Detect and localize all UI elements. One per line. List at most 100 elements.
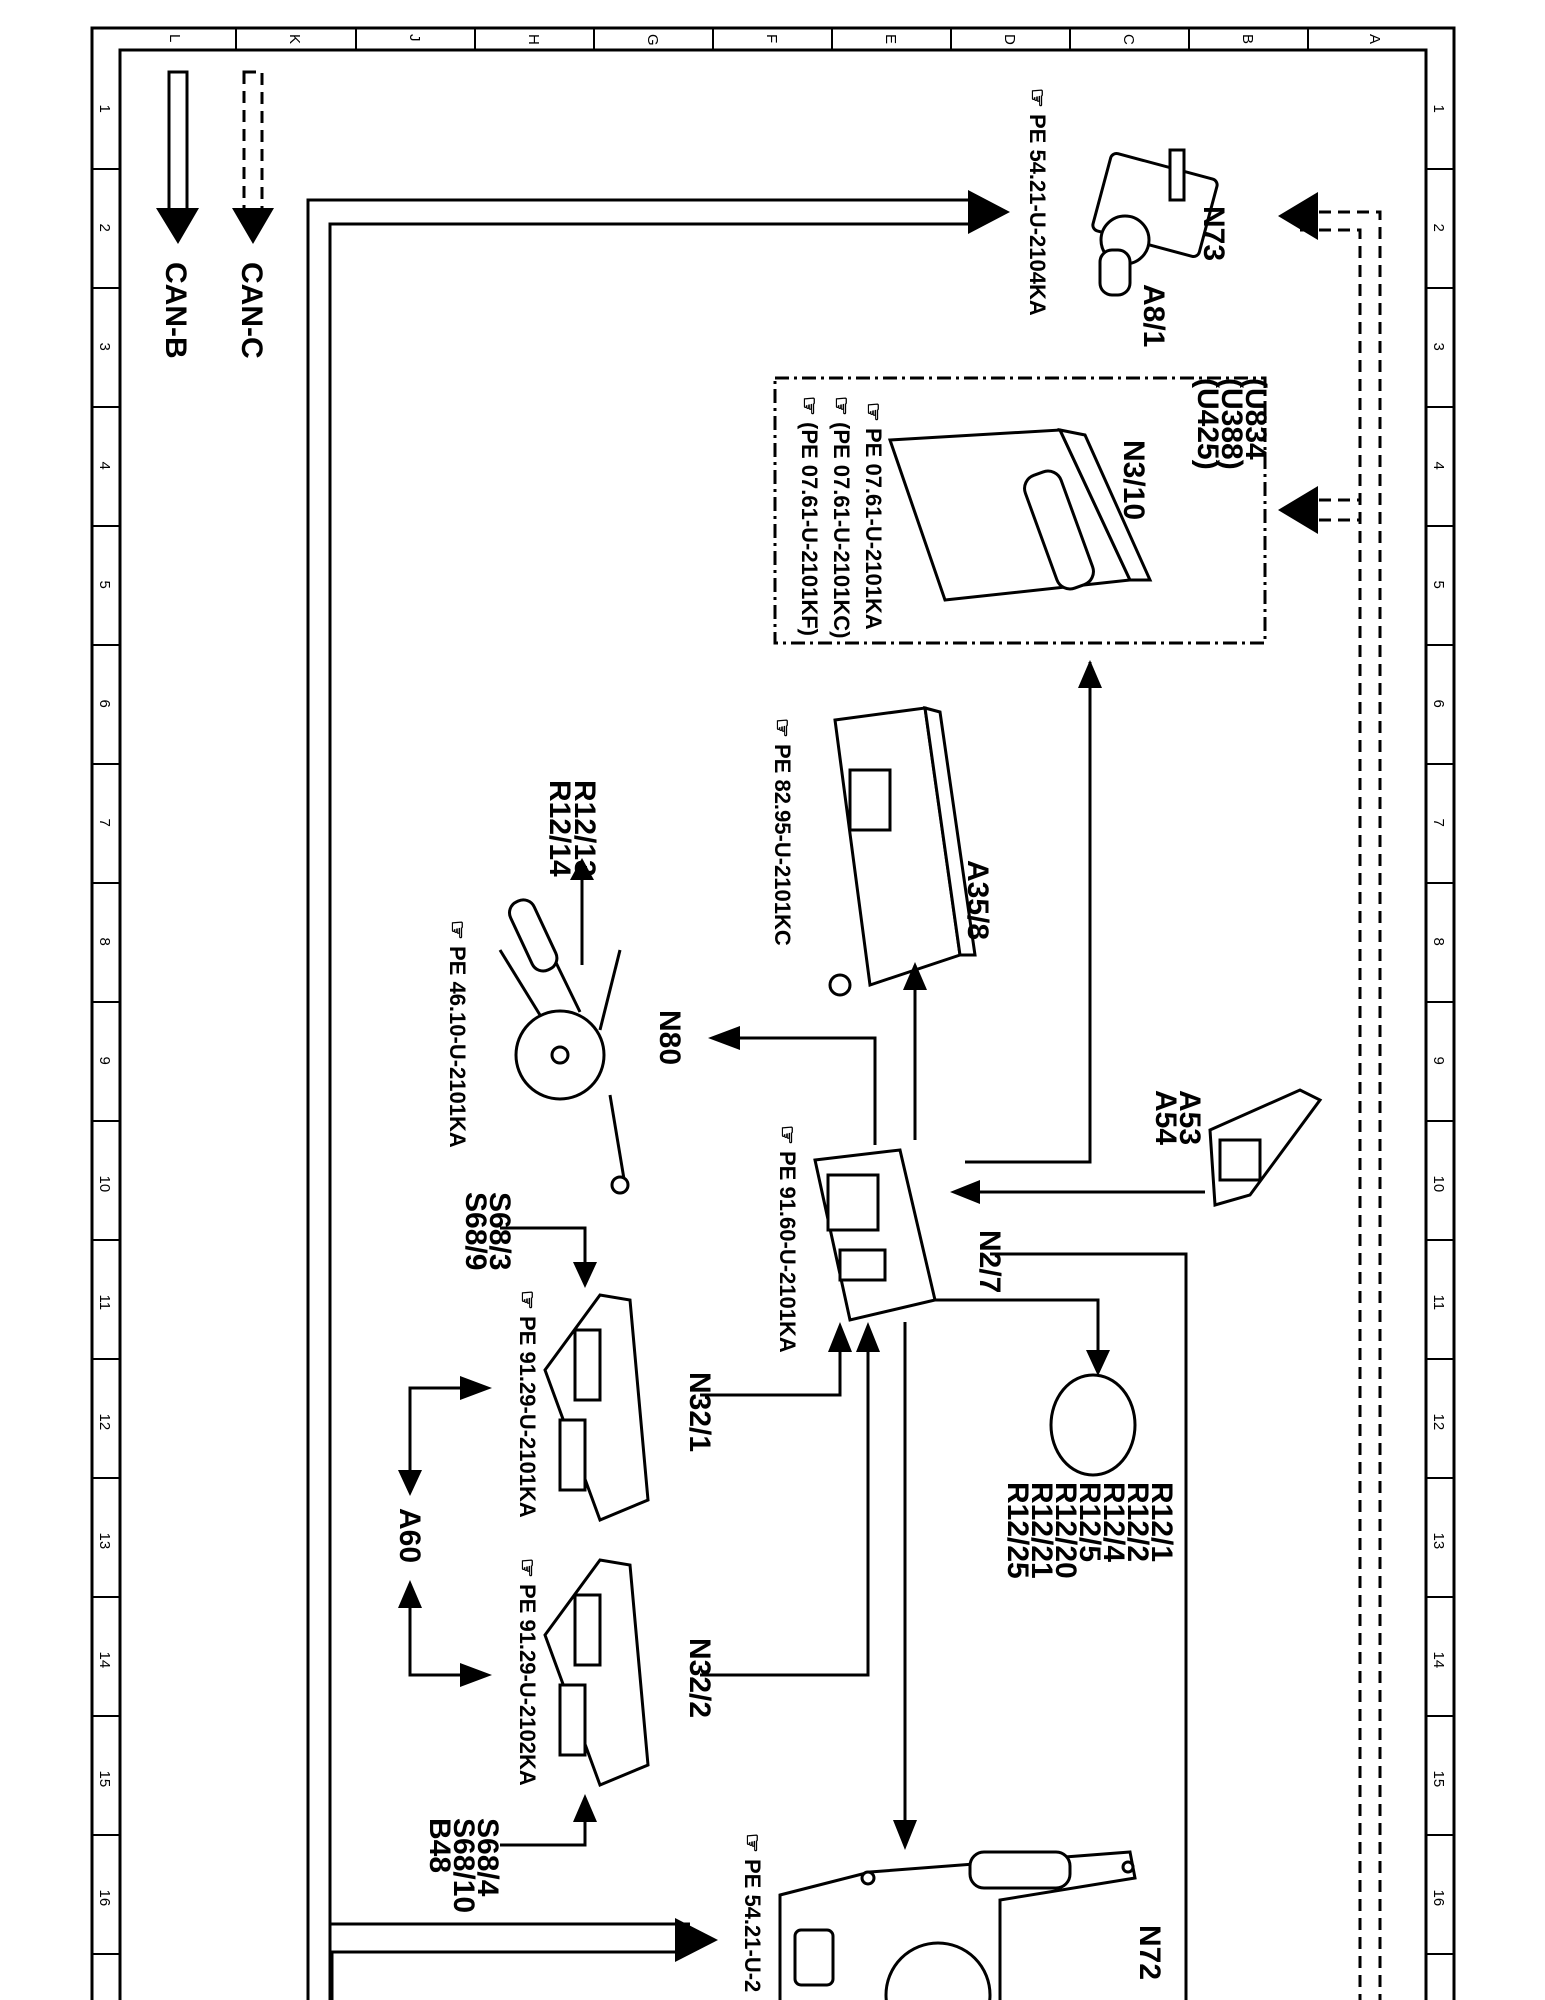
row-label: 4 xyxy=(96,462,113,470)
row-label: 2 xyxy=(1430,224,1447,232)
row-label: 12 xyxy=(1430,1414,1447,1431)
reference-icon: ☞ xyxy=(797,396,822,416)
row-label: 1 xyxy=(96,105,113,113)
row-label: 10 xyxy=(96,1176,113,1193)
arrow-head xyxy=(398,1580,422,1608)
reference-icon: ☞ xyxy=(861,402,886,422)
n3-10-reference-3: (PE 07.61-U-2101KF) xyxy=(797,422,822,636)
n32-1-seat-control: S68/3 S68/9 N32/1 ☞ PE 91.29-U-2101KA xyxy=(459,1192,852,1522)
can-b-bus xyxy=(306,190,1010,2000)
reference-icon: ☞ xyxy=(515,1558,540,1578)
r12-label: R12/2 xyxy=(1121,1482,1154,1562)
n80-label: N80 xyxy=(653,1010,686,1065)
a8-1-label: A8/1 xyxy=(1137,284,1170,347)
reference-icon: ☞ xyxy=(770,718,795,738)
row-label: 6 xyxy=(96,700,113,708)
arrow-head xyxy=(856,1322,880,1352)
arrow-head xyxy=(570,858,594,880)
reference-icon: ☞ xyxy=(775,1125,800,1145)
row-label: 7 xyxy=(1430,819,1447,827)
n73-reference: PE 54.21-U-2104KA xyxy=(1025,114,1050,316)
row-label: 4 xyxy=(1430,462,1447,470)
col-label: C xyxy=(1120,34,1137,45)
row-label: 12 xyxy=(96,1414,113,1431)
row-label: 11 xyxy=(1430,1295,1447,1311)
col-label: L xyxy=(166,34,183,42)
n3-10-reference-1: PE 07.61-U-2101KA xyxy=(861,428,886,630)
reference-icon: ☞ xyxy=(445,920,470,940)
n32-2-label: N32/2 xyxy=(683,1638,716,1718)
n80-reference: PE 46.10-U-2101KA xyxy=(445,946,470,1148)
n73-label: N73 xyxy=(1197,206,1230,261)
row-label: 9 xyxy=(1430,1057,1447,1065)
arrow-head xyxy=(675,1918,718,1962)
row-label: 1 xyxy=(1430,105,1447,113)
s68-4-label: S68/4 xyxy=(471,1818,504,1897)
a35-8-reference: PE 82.95-U-2101KC xyxy=(770,744,795,946)
reference-icon: ☞ xyxy=(1025,88,1050,108)
n3-10-engine-control: (U834 (U388) (U425) N3/10 ☞ PE 07.61-U-2… xyxy=(773,376,1272,645)
col-label: G xyxy=(644,34,661,46)
row-label: 15 xyxy=(1430,1771,1447,1788)
arrow-head xyxy=(573,1794,597,1822)
row-label: 13 xyxy=(96,1533,113,1550)
row-label: 14 xyxy=(96,1652,113,1669)
col-label: K xyxy=(286,34,303,44)
s68-10-label: S68/10 xyxy=(447,1818,480,1913)
col-label: H xyxy=(525,34,542,45)
arrow-head xyxy=(708,1026,740,1050)
column-grid: L K J H G F E D C B A xyxy=(166,28,1383,50)
row-label: 8 xyxy=(96,938,113,946)
arrow-head xyxy=(398,1470,422,1496)
outer-frame xyxy=(90,26,1456,2000)
row-label: 13 xyxy=(1430,1533,1447,1550)
reference-icon: ☞ xyxy=(829,396,854,416)
r12-label: R12/1 xyxy=(1145,1482,1178,1562)
row-label: 8 xyxy=(1430,938,1447,946)
inner-frame xyxy=(118,48,1428,2000)
u425-label: (U425) xyxy=(1191,378,1224,470)
n2-7-restraint-control: ☞ PE 91.60-U-2101KA N2/7 xyxy=(775,1125,1006,1353)
row-label: 6 xyxy=(1430,700,1447,708)
r12-label: R12/4 xyxy=(1097,1482,1130,1562)
arrow-head xyxy=(1278,192,1318,240)
r12-13-label: R12/13 xyxy=(568,780,601,877)
legend: CAN-C CAN-B xyxy=(156,70,274,359)
arrow-head xyxy=(573,1262,597,1288)
n72-label: N72 xyxy=(1133,1925,1166,1980)
u388-label: (U388) xyxy=(1215,378,1248,470)
row-label: 15 xyxy=(96,1771,113,1788)
a60-label: A60 xyxy=(393,1508,426,1563)
arrow-head xyxy=(460,1376,492,1400)
legend-can-c: CAN-C xyxy=(235,262,268,359)
arrow-head xyxy=(968,190,1010,234)
n72-control-panel: ☞ PE 54.21-U-2 N72 xyxy=(740,1833,1166,2000)
b48-label: B48 xyxy=(423,1818,456,1873)
col-label: D xyxy=(1001,34,1018,45)
col-label: F xyxy=(763,34,780,43)
arrow-head xyxy=(1086,1350,1110,1376)
n32-1-label: N32/1 xyxy=(683,1372,716,1452)
a53-a54-component: A53 A54 xyxy=(1149,1088,1323,1207)
row-label: 16 xyxy=(96,1890,113,1907)
row-label: 5 xyxy=(1430,581,1447,589)
col-label: A xyxy=(1366,34,1383,44)
n80-steering-column-module: R12/13 R12/14 N80 ☞ PE 46.10-U-2101KA xyxy=(445,780,686,1195)
r12-14-label: R12/14 xyxy=(543,780,576,877)
arrow-head xyxy=(828,1322,852,1352)
row-label: 3 xyxy=(1430,343,1447,351)
arrow-head xyxy=(903,962,927,990)
n2-7-label: N2/7 xyxy=(973,1230,1006,1293)
n3-10-reference-2: (PE 07.61-U-2101KC) xyxy=(829,422,854,638)
can-b-legend-line xyxy=(167,70,189,214)
col-label: B xyxy=(1239,34,1256,44)
row-label: 3 xyxy=(96,343,113,351)
row-label: 11 xyxy=(96,1295,113,1311)
can-c-legend-line xyxy=(242,70,264,214)
n32-1-reference: PE 91.29-U-2101KA xyxy=(515,1316,540,1518)
a54-label: A54 xyxy=(1149,1090,1182,1145)
n2-7-reference: PE 91.60-U-2101KA xyxy=(775,1151,800,1353)
arrow-head xyxy=(232,208,274,244)
